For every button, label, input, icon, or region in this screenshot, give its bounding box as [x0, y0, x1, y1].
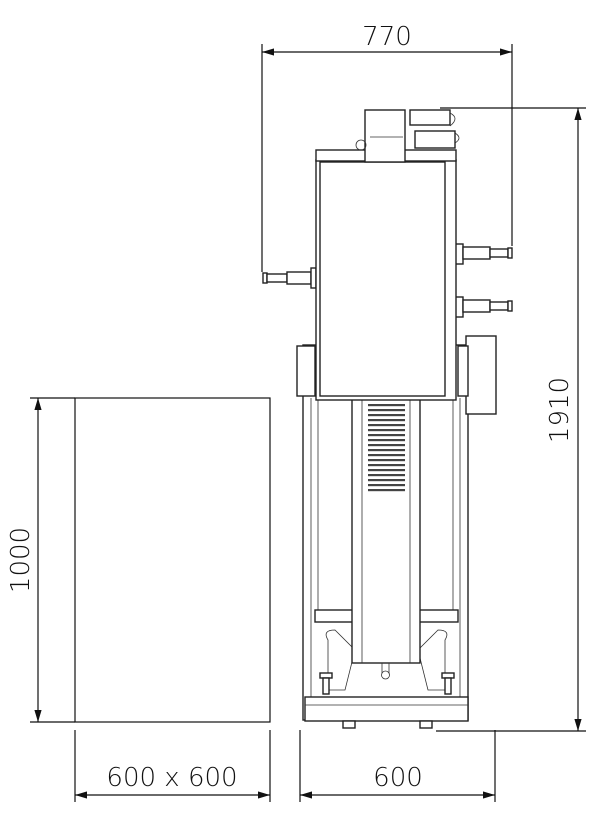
vent-slat: [368, 424, 405, 427]
pipe-right-upper: [454, 243, 513, 265]
dimension-770: 770: [261, 22, 513, 272]
right-brace: [417, 629, 448, 691]
caster: [342, 720, 356, 729]
vent-slat: [368, 409, 405, 412]
dimension-label-footprint-height: 1000: [6, 527, 36, 593]
dimension-label-machine-width: 600: [373, 763, 423, 793]
leveling-foot-left-stem: [322, 677, 330, 695]
vent-slat: [368, 454, 405, 457]
left-brace: [325, 629, 356, 691]
base: [304, 696, 469, 722]
hose: [449, 112, 460, 144]
vent-slat: [368, 484, 405, 487]
dimension-600x600: 600 x 600: [74, 730, 271, 802]
caster: [419, 720, 433, 729]
footprint-box: [74, 397, 271, 723]
vent-slat: [368, 444, 405, 447]
leveling-foot-left: [319, 672, 333, 679]
vent-slat: [368, 449, 405, 452]
dimension-label-overall-height: 1910: [545, 377, 575, 443]
motor-housing: [465, 335, 497, 415]
vent-slat: [368, 459, 405, 462]
vent-slat: [368, 489, 405, 492]
motor-flange: [457, 345, 469, 397]
column: [351, 397, 421, 664]
vent-slat: [368, 479, 405, 482]
cylinder-lower: [414, 130, 456, 149]
vent-slat: [368, 429, 405, 432]
vent-slat: [368, 474, 405, 477]
dimension-label-overall-width: 770: [362, 22, 412, 52]
dimension-label-footprint-size: 600 x 600: [106, 763, 237, 793]
pipe-right-lower: [454, 296, 513, 318]
pipe-left: [262, 267, 317, 289]
vent-slat: [368, 419, 405, 422]
vent-slat: [368, 414, 405, 417]
cabinet: [319, 161, 446, 397]
vent-slat: [368, 434, 405, 437]
vent-slat: [368, 439, 405, 442]
dimension-1910: 1910: [436, 107, 586, 732]
head-unit: [364, 109, 406, 163]
vent-grille: [368, 404, 405, 492]
dimension-600: 600: [299, 730, 496, 802]
cylinder-upper: [409, 109, 451, 126]
vent-slat: [368, 404, 405, 407]
dimension-1000: 1000: [6, 397, 75, 723]
left-hub: [296, 345, 316, 397]
vent-slat: [368, 469, 405, 472]
leveling-foot-right-stem: [444, 677, 452, 695]
machine-drawing: [262, 109, 513, 729]
vent-slat: [368, 464, 405, 467]
leveling-foot-right: [441, 672, 455, 679]
